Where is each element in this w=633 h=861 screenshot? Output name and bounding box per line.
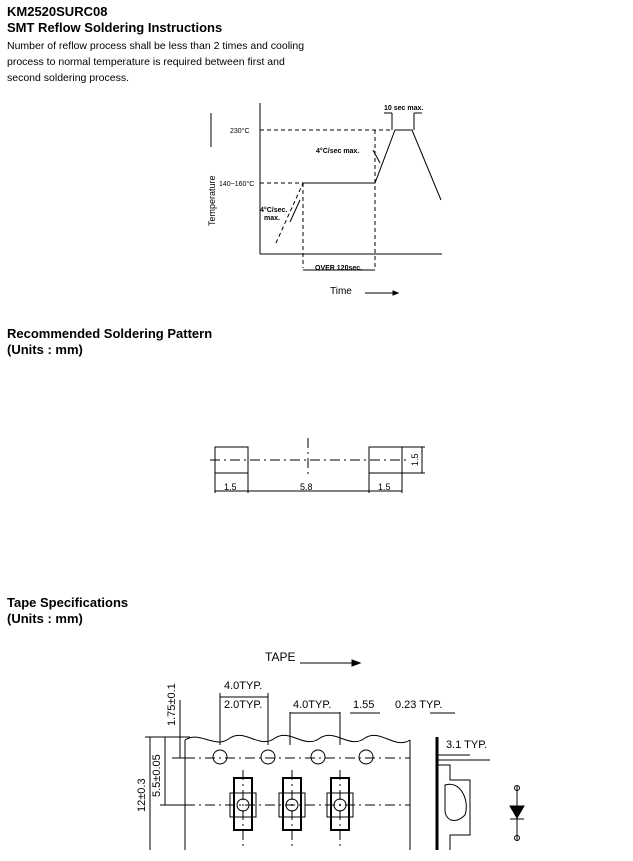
paragraph-line-1: Number of reflow process shall be less t… [7, 40, 305, 52]
soldering-pattern-units: (Units : mm) [7, 342, 83, 357]
edge-distance-label: 1.75±0.1 [166, 683, 178, 726]
dim-center-label: 5.8 [300, 482, 313, 492]
part-number: KM2520SURC08 [7, 4, 108, 19]
tape-spec-units: (Units : mm) [7, 611, 83, 626]
paragraph-line-2: process to normal temperature is require… [7, 56, 285, 68]
dim-right-label: 1.5 [378, 482, 391, 492]
tape-direction-label: TAPE [265, 650, 295, 664]
hole-offset-label: 2.0TYP. [224, 699, 262, 711]
ramp-up-label-2: max. [264, 215, 280, 222]
ramp-up-label-1: 4°C/sec. [260, 206, 287, 214]
soldering-pattern-title: Recommended Soldering Pattern [7, 326, 213, 341]
dim-height-label: 1.5 [410, 453, 420, 466]
preheat-temp-label: 140~160°C [219, 180, 254, 188]
ramp-to-peak-label: 4°C/sec max. [316, 147, 359, 155]
pitch-label: 4.0TYP. [224, 680, 262, 692]
center-distance-label: 5.5±0.05 [151, 754, 163, 797]
peak-temp-label: 230°C [230, 127, 250, 135]
tape-spec-title: Tape Specifications [7, 595, 129, 610]
thickness-label: 0.23 TYP. [395, 699, 442, 711]
paragraph-line-3: second soldering process. [7, 72, 129, 84]
pocket-pitch-label: 4.0TYP. [293, 699, 331, 711]
preheat-time-label: OVER 120sec. [315, 265, 362, 272]
section-title: SMT Reflow Soldering Instructions [7, 20, 223, 35]
hole-diameter-label: 1.55 [353, 699, 374, 711]
peak-time-label: 10 sec max. [384, 105, 423, 112]
tape-width-label: 12±0.3 [136, 778, 148, 812]
x-axis-label: Time [330, 286, 352, 297]
y-axis-label: Temperature [207, 175, 217, 226]
dim-left-label: 1.5 [224, 482, 237, 492]
depth-label: 3.1 TYP. [446, 739, 487, 751]
